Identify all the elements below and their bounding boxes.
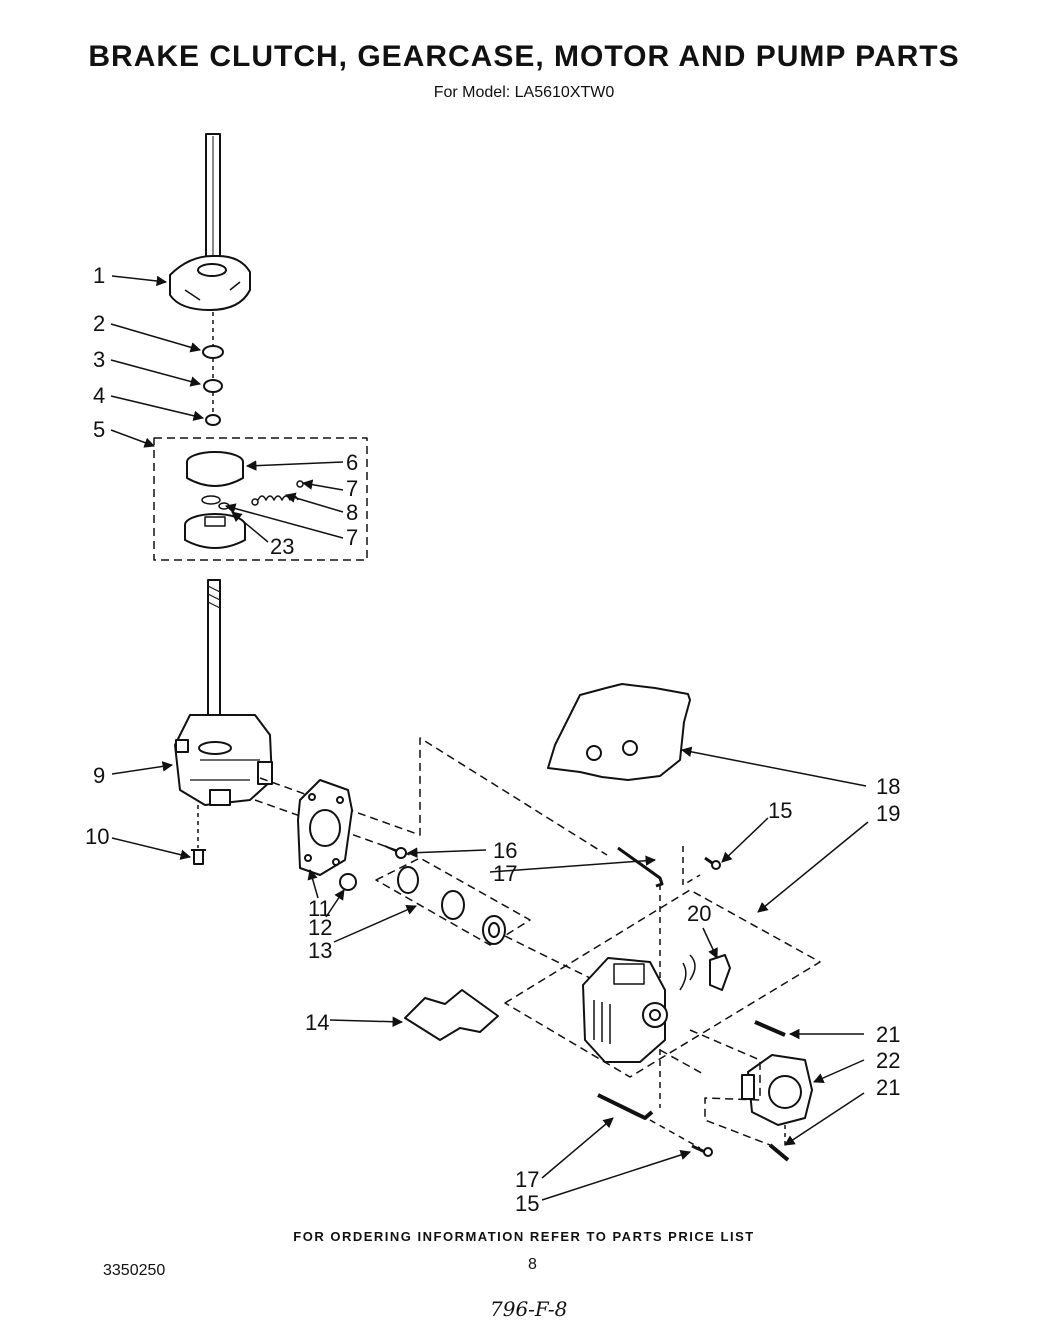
callout-5: 5 bbox=[93, 417, 106, 442]
part-13-coupling bbox=[397, 866, 506, 945]
callout-9: 9 bbox=[93, 763, 106, 788]
part-18-shield bbox=[547, 683, 691, 781]
part-16-screw bbox=[384, 845, 407, 859]
part-21-bolt-upper bbox=[754, 1020, 786, 1037]
callout-2: 2 bbox=[93, 311, 106, 336]
callout-17a: 17 bbox=[493, 861, 518, 886]
part-14-pad bbox=[404, 989, 499, 1041]
part-15-bolt-upper bbox=[704, 856, 721, 870]
callout-14: 14 bbox=[305, 1010, 330, 1035]
part-1-cover bbox=[169, 254, 251, 311]
part-12-grommet bbox=[339, 873, 357, 891]
part-17-upper bbox=[617, 846, 664, 888]
callout-19: 19 bbox=[876, 801, 901, 826]
kit-13-box bbox=[375, 857, 531, 946]
part-22-pump bbox=[741, 1054, 813, 1126]
motor bbox=[582, 957, 668, 1063]
part-2-washer bbox=[202, 345, 224, 359]
callout-15a: 15 bbox=[768, 798, 793, 823]
part-15-bolt-lower bbox=[691, 1144, 713, 1157]
callout-15b: 15 bbox=[515, 1191, 540, 1216]
callout-18: 18 bbox=[876, 774, 901, 799]
part-9-gearcase bbox=[174, 714, 273, 806]
callout-13: 13 bbox=[308, 938, 333, 963]
callout-11: 11 bbox=[308, 896, 331, 921]
part-11-plate bbox=[297, 779, 353, 876]
callout-6: 6 bbox=[346, 450, 359, 475]
callout-12: 12 bbox=[308, 915, 333, 940]
part-17-lower bbox=[597, 1093, 654, 1120]
callout-8: 8 bbox=[346, 500, 359, 525]
callout-10: 10 bbox=[85, 824, 110, 849]
callout-7b: 7 bbox=[346, 525, 359, 550]
part-21-bolt-lower bbox=[768, 1143, 790, 1162]
part-6-band bbox=[186, 451, 244, 487]
kit-5-box bbox=[153, 437, 368, 561]
page-number: 8 bbox=[528, 1256, 537, 1273]
page-title: BRAKE CLUTCH, GEARCASE, MOTOR AND PUMP P… bbox=[88, 40, 960, 73]
document-number: 3350250 bbox=[103, 1262, 166, 1279]
shaft-top bbox=[205, 133, 221, 275]
callout-16: 16 bbox=[493, 838, 518, 863]
callout-21a: 21 bbox=[876, 1022, 901, 1047]
part-3-washer bbox=[203, 379, 223, 393]
callout-22: 22 bbox=[876, 1048, 901, 1073]
callout-23: 23 bbox=[270, 534, 295, 559]
motor-box bbox=[504, 889, 821, 1078]
part-20-switch bbox=[679, 954, 731, 991]
part-10-bolt bbox=[191, 849, 206, 865]
part-4-ring bbox=[205, 414, 221, 426]
part-23-hub bbox=[184, 513, 246, 549]
callout-1: 1 bbox=[93, 263, 106, 288]
callout-7a: 7 bbox=[346, 476, 359, 501]
handwritten-note: 796-F-8 bbox=[490, 1297, 568, 1321]
callout-3: 3 bbox=[93, 347, 106, 372]
callout-20: 20 bbox=[687, 901, 712, 926]
callout-21b: 21 bbox=[876, 1075, 901, 1100]
callout-4: 4 bbox=[93, 383, 106, 408]
ordering-footer: FOR ORDERING INFORMATION REFER TO PARTS … bbox=[293, 1229, 755, 1244]
model-subtitle: For Model: LA5610XTW0 bbox=[433, 84, 615, 101]
callout-17b: 17 bbox=[515, 1167, 540, 1192]
